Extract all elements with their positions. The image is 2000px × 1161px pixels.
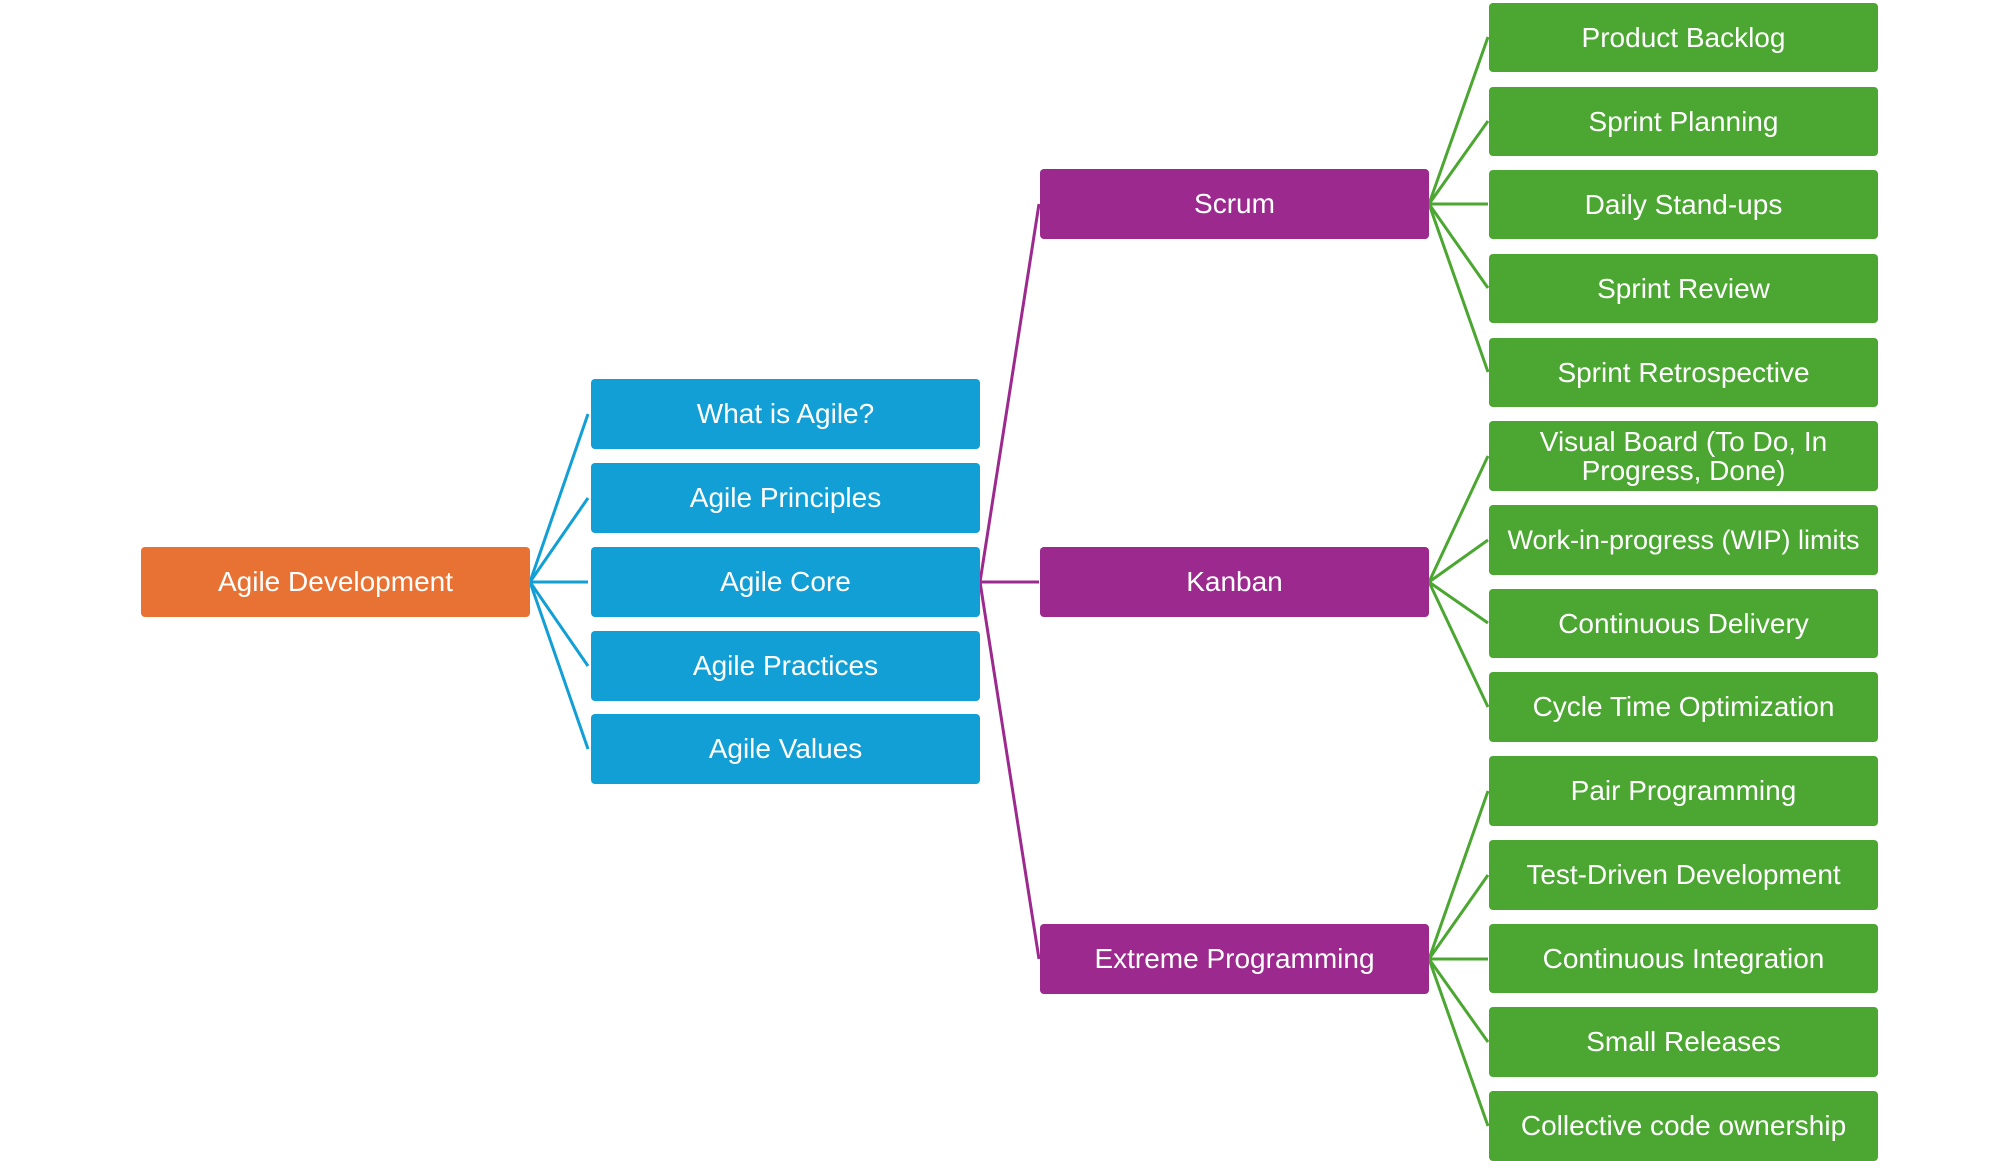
core-connectors	[978, 203, 1041, 960]
connector-line	[1427, 455, 1490, 583]
connector-line	[1428, 538, 1489, 584]
practice-node-visual-board[interactable]: Visual Board (To Do, In Progress, Done)	[1489, 421, 1878, 491]
topic-node-what-is-agile[interactable]: What is Agile?	[591, 379, 980, 449]
connector-line	[1428, 580, 1489, 625]
framework-node-kanban[interactable]: Kanban	[1040, 547, 1429, 617]
framework-node-extreme-programming[interactable]: Extreme Programming	[1040, 924, 1429, 994]
connector-line	[1427, 581, 1490, 708]
connector-line	[528, 581, 590, 667]
topic-node-agile-principles[interactable]: Agile Principles	[591, 463, 980, 533]
practice-node-sprint-planning[interactable]: Sprint Planning	[1489, 87, 1878, 156]
practice-node-sprint-review[interactable]: Sprint Review	[1489, 254, 1878, 323]
practice-node-daily-stand-ups[interactable]: Daily Stand-ups	[1489, 170, 1878, 239]
practice-node-wip-limits[interactable]: Work-in-progress (WIP) limits	[1489, 505, 1878, 575]
practice-node-test-driven-development[interactable]: Test-Driven Development	[1489, 840, 1878, 910]
practice-node-product-backlog[interactable]: Product Backlog	[1489, 3, 1878, 72]
topic-node-agile-practices[interactable]: Agile Practices	[591, 631, 980, 701]
topic-node-agile-values[interactable]: Agile Values	[591, 714, 980, 784]
connector-line	[1427, 120, 1490, 205]
practice-node-continuous-delivery[interactable]: Continuous Delivery	[1489, 589, 1878, 658]
practice-node-cycle-time-optimization[interactable]: Cycle Time Optimization	[1489, 672, 1878, 742]
connector-line	[528, 413, 590, 583]
connector-line	[1427, 36, 1490, 205]
practice-node-pair-programming[interactable]: Pair Programming	[1489, 756, 1878, 826]
connector-line	[1427, 203, 1490, 289]
root-node[interactable]: Agile Development	[141, 547, 530, 617]
framework-node-scrum[interactable]: Scrum	[1040, 169, 1429, 239]
connector-line	[528, 581, 590, 750]
root-connectors	[528, 413, 590, 750]
connector-line	[1427, 958, 1490, 1127]
practice-node-small-releases[interactable]: Small Releases	[1489, 1007, 1878, 1077]
practice-node-collective-code-ownership[interactable]: Collective code ownership	[1489, 1091, 1878, 1161]
framework-connectors	[1427, 36, 1490, 1127]
connector-line	[1427, 790, 1490, 960]
connector-line	[978, 581, 1041, 960]
topic-node-agile-core[interactable]: Agile Core	[591, 547, 980, 617]
connector-line	[528, 497, 590, 583]
connector-line	[1427, 958, 1490, 1043]
practice-node-continuous-integration[interactable]: Continuous Integration	[1489, 924, 1878, 993]
practice-node-sprint-retrospective[interactable]: Sprint Retrospective	[1489, 338, 1878, 407]
connector-line	[1427, 203, 1490, 373]
connector-line	[1427, 874, 1490, 960]
connector-line	[978, 203, 1041, 583]
